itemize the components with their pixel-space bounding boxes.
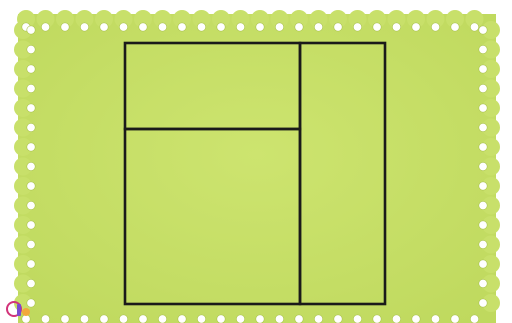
scallop-hole [27,143,35,151]
scallop-hole [479,260,487,268]
scallop-hole [27,240,35,248]
scallop-hole [431,23,439,31]
scallop-hole [479,65,487,73]
scallop-hole [27,201,35,209]
scallop-hole [80,315,88,323]
scallop-hole [314,315,322,323]
scallop-hole [27,182,35,190]
scallop-hole [27,65,35,73]
scallop-hole [256,23,264,31]
scallop-hole [392,315,400,323]
scallop-hole [295,23,303,31]
scallop-hole [158,315,166,323]
scallop-hole [61,315,69,323]
scallop-hole [392,23,400,31]
scallop-hole [119,23,127,31]
scallop-hole [27,260,35,268]
scallop-hole [295,315,303,323]
card-fill [18,14,496,323]
scallop-hole [451,23,459,31]
scallop-hole [479,240,487,248]
scallop-hole [479,162,487,170]
scallop-hole [27,279,35,287]
scallop-hole [158,23,166,31]
scallop-hole [217,315,225,323]
corner-logo-icon [6,298,32,320]
scallop-hole [412,315,420,323]
scallop-hole [27,45,35,53]
scallop-hole [479,123,487,131]
scallop-hole [451,315,459,323]
scallop-hole [119,315,127,323]
scallop-hole [27,84,35,92]
scallop-hole [479,221,487,229]
scallop-hole [479,84,487,92]
scallop-hole [431,315,439,323]
scallop-hole [479,45,487,53]
scallop-hole [353,23,361,31]
scallop-hole [139,23,147,31]
scallop-hole [479,182,487,190]
scallop-hole [479,279,487,287]
scallop-hole [256,315,264,323]
scallop-hole [470,23,478,31]
scallop-hole [27,104,35,112]
scallop-hole [275,315,283,323]
scallop-hole [236,315,244,323]
scallop-hole [373,23,381,31]
scallop-hole [80,23,88,31]
scallop-hole [27,221,35,229]
scallop-hole [373,315,381,323]
scallop-hole [139,315,147,323]
scallop-hole [334,23,342,31]
scallop-hole [236,23,244,31]
scallop-hole [41,315,49,323]
scallop-hole [479,201,487,209]
scallop-hole [61,23,69,31]
scallop-hole [100,23,108,31]
scallop-hole [100,315,108,323]
scallop-hole [217,23,225,31]
scallop-hole [178,315,186,323]
scallop-hole [314,23,322,31]
scallop-hole [178,23,186,31]
scallop-hole [197,315,205,323]
scallop-hole [479,26,487,34]
scallop-hole [197,23,205,31]
scalloped-card [14,10,500,323]
scallop-hole [479,104,487,112]
scallop-hole [412,23,420,31]
scallop-hole [334,315,342,323]
scallop-hole [470,315,478,323]
scallop-hole [41,23,49,31]
scallop-hole [27,123,35,131]
scallop-hole [275,23,283,31]
scallop-hole [479,299,487,307]
scallop-hole [27,162,35,170]
scallop-hole [353,315,361,323]
scallop-hole [479,143,487,151]
scallop-hole [27,26,35,34]
